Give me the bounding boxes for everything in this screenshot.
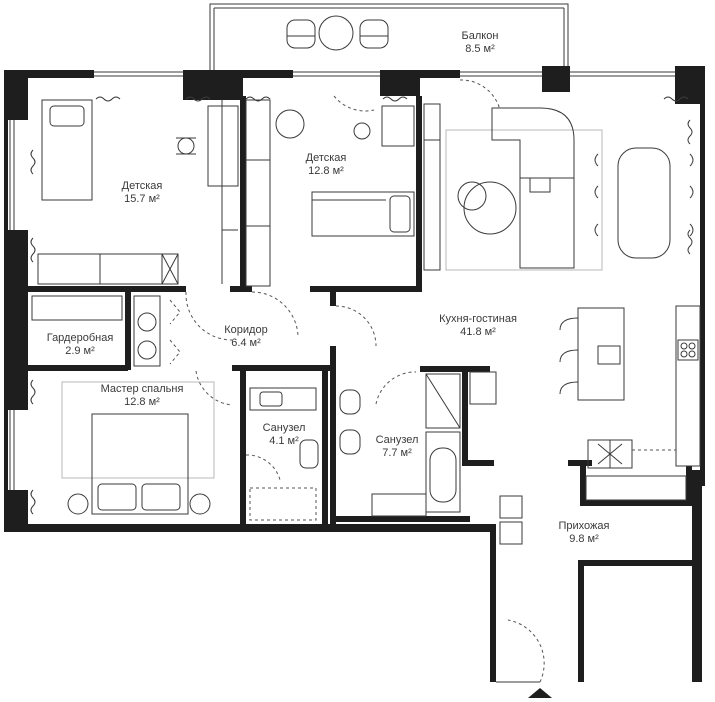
room-area: 4.1 м²	[269, 435, 299, 447]
room-area: 6.4 м²	[231, 337, 261, 349]
bath1-fixtures	[249, 387, 319, 521]
room-name: Коридор	[224, 324, 268, 336]
room-area: 8.5 м²	[465, 43, 495, 55]
room-area: 41.8 м²	[460, 326, 496, 338]
kids1-furniture	[37, 99, 239, 285]
room-label-wardrobe: Гардеробная 2.9 м²	[47, 332, 114, 358]
room-label-balcony: Балкон 8.5 м²	[462, 30, 499, 56]
room-area: 7.7 м²	[382, 447, 412, 459]
interior-walls	[28, 96, 700, 526]
room-label-bath1: Санузел 4.1 м²	[263, 422, 306, 448]
room-name: Детская	[121, 180, 163, 192]
room-label-kids2: Детская 12.8 м²	[306, 152, 347, 178]
room-area: 2.9 м²	[65, 345, 95, 357]
room-label-corridor: Коридор 6.4 м²	[224, 324, 267, 350]
room-area: 15.7 м²	[124, 193, 160, 205]
room-label-master: Мастер спальня 12.8 м²	[101, 383, 184, 409]
room-label-bath2: Санузел 7.7 м²	[376, 434, 419, 460]
kitchen-furniture	[423, 103, 701, 501]
room-label-kids1: Детская 15.7 м²	[122, 180, 163, 206]
room-label-hall: Прихожая 9.8 м²	[559, 520, 610, 546]
wardrobe-furniture	[31, 295, 161, 367]
room-label-kitchen: Кухня-гостиная 41.8 м²	[439, 313, 517, 339]
balcony-furniture	[286, 15, 389, 51]
doors	[169, 79, 545, 683]
room-area: 12.8 м²	[308, 165, 344, 177]
windows	[9, 71, 675, 490]
room-name: Детская	[305, 152, 347, 164]
balcony-outline	[209, 3, 569, 70]
kids2-furniture	[245, 99, 415, 287]
room-name: Прихожая	[558, 520, 610, 532]
room-name: Гардеробная	[46, 332, 114, 344]
curtains	[30, 96, 693, 515]
room-name: Санузел	[262, 422, 306, 434]
hall-furniture	[499, 495, 523, 545]
exterior-walls	[4, 66, 705, 682]
room-area: 12.8 м²	[124, 396, 160, 408]
room-name: Санузел	[375, 434, 419, 446]
bath2-fixtures	[339, 371, 497, 517]
master-furniture	[61, 381, 215, 515]
room-area: 9.8 м²	[569, 533, 599, 545]
room-name: Балкон	[461, 30, 499, 42]
triangle-up-arrow-icon	[528, 688, 552, 698]
room-name: Мастер спальня	[100, 383, 184, 395]
room-name: Кухня-гостиная	[439, 313, 517, 325]
